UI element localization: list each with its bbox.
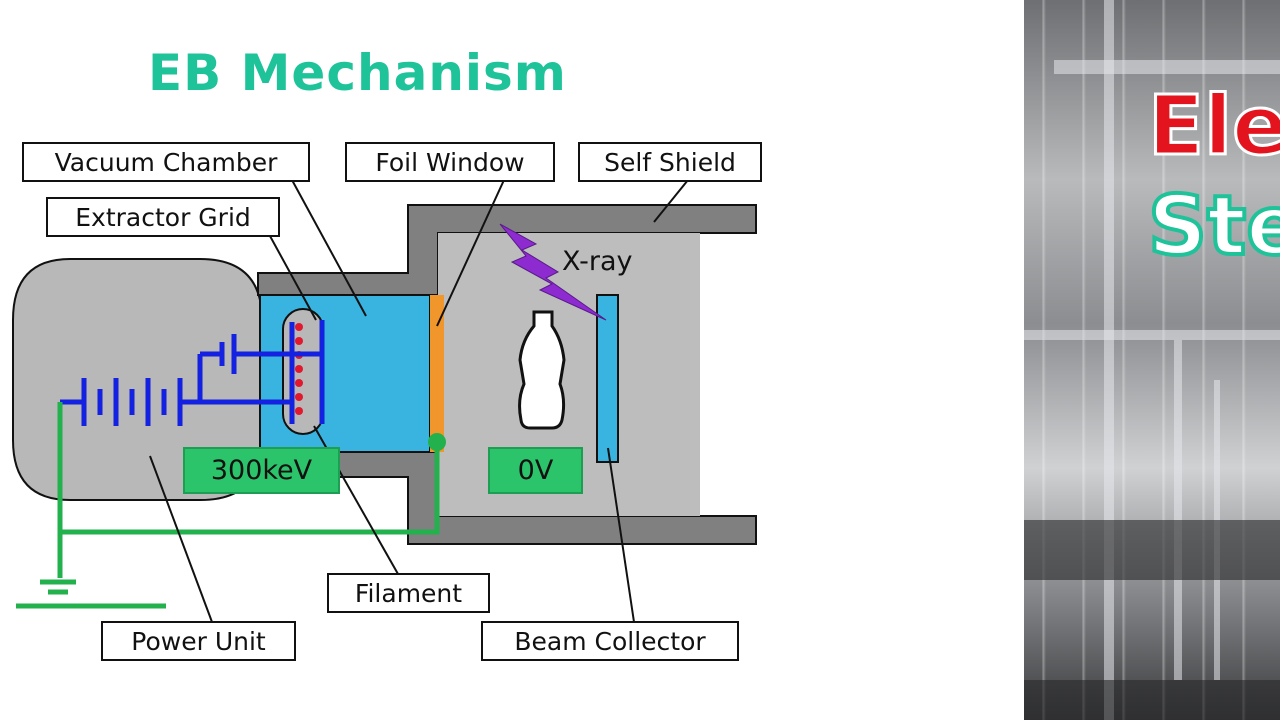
filament-enclosure: [282, 308, 324, 435]
photo-text-line1: Ele: [1147, 79, 1280, 174]
facility-photo: [1024, 0, 1280, 720]
photo-text-line2: Ste: [1146, 179, 1280, 274]
voltage-ground-badge: 0V: [488, 447, 583, 494]
label-vacuum-chamber: Vacuum Chamber: [22, 142, 310, 182]
label-filament: Filament: [327, 573, 490, 613]
xray-lightning-icon: [499, 223, 607, 321]
eb-diagram: [12, 179, 757, 623]
ground-node: [428, 433, 446, 451]
bottle-icon: [518, 310, 566, 430]
ground-wire: [16, 402, 440, 609]
power-unit-housing: [12, 258, 263, 501]
label-foil-window: Foil Window: [345, 142, 555, 182]
voltage-high-badge: 300keV: [183, 447, 340, 494]
filament-dots: [295, 323, 303, 415]
foil-window: [430, 295, 444, 452]
label-self-shield: Self Shield: [578, 142, 762, 182]
label-power-unit: Power Unit: [101, 621, 296, 661]
page-title: EB Mechanism: [148, 44, 567, 102]
battery-symbol: [60, 334, 322, 426]
beam-collector: [596, 294, 619, 463]
label-beam-collector: Beam Collector: [481, 621, 739, 661]
label-xray: X-ray: [562, 246, 633, 277]
label-extractor-grid: Extractor Grid: [46, 197, 280, 237]
